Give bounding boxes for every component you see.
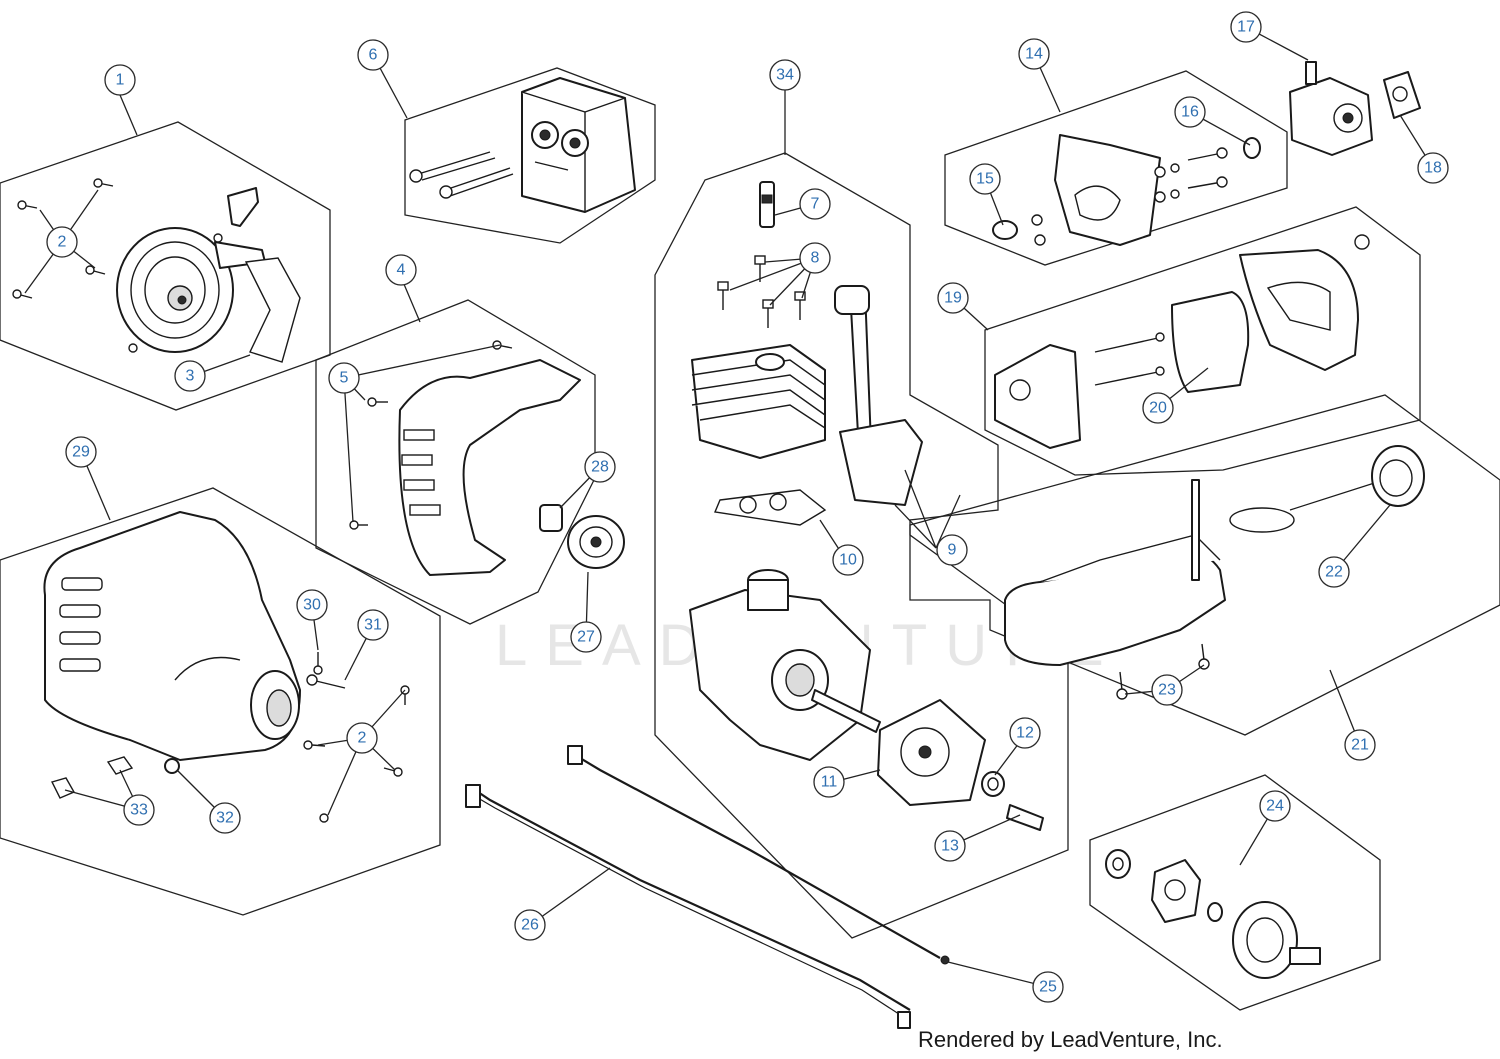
callout-19: 19 bbox=[937, 282, 969, 314]
callout-20: 20 bbox=[1142, 392, 1174, 424]
engine-housing-group-outline bbox=[315, 299, 596, 625]
svg-text:30: 30 bbox=[303, 597, 321, 614]
clutch-group-outline bbox=[1089, 774, 1381, 1011]
group-outlines bbox=[0, 67, 1500, 1011]
callout-30: 30 bbox=[296, 589, 328, 621]
svg-text:22: 22 bbox=[1325, 564, 1343, 581]
callout-13: 13 bbox=[934, 830, 966, 862]
callout-7: 7 bbox=[799, 188, 831, 220]
callout-31: 31 bbox=[357, 609, 389, 641]
callout-2-starter: 2 bbox=[46, 226, 78, 258]
callout-11: 11 bbox=[813, 766, 845, 798]
svg-text:32: 32 bbox=[216, 810, 234, 827]
svg-text:14: 14 bbox=[1025, 46, 1043, 63]
muffler-artwork bbox=[409, 77, 636, 213]
callout-1: 1 bbox=[104, 64, 136, 96]
carburetor-artwork bbox=[1289, 61, 1421, 156]
callout-24: 24 bbox=[1259, 790, 1291, 822]
fuel-tank-group-outline bbox=[909, 394, 1500, 736]
callout-3: 3 bbox=[174, 360, 206, 392]
svg-text:2: 2 bbox=[358, 730, 367, 747]
svg-text:3: 3 bbox=[186, 368, 195, 385]
svg-text:26: 26 bbox=[521, 917, 539, 934]
svg-text:27: 27 bbox=[577, 629, 595, 646]
svg-text:1: 1 bbox=[116, 72, 125, 89]
drive-hub-artwork bbox=[539, 504, 625, 569]
callout-17: 17 bbox=[1230, 11, 1262, 43]
callout-5: 5 bbox=[328, 362, 360, 394]
svg-text:31: 31 bbox=[364, 617, 382, 634]
render-credit: Rendered by LeadVenture, Inc. bbox=[918, 1027, 1223, 1052]
callout-34: 34 bbox=[769, 59, 801, 91]
svg-text:17: 17 bbox=[1237, 19, 1255, 36]
callout-28: 28 bbox=[584, 451, 616, 483]
callout-12: 12 bbox=[1009, 717, 1041, 749]
callout-15: 15 bbox=[969, 163, 1001, 195]
svg-text:12: 12 bbox=[1016, 725, 1034, 742]
air-intake-artwork bbox=[992, 134, 1261, 246]
svg-text:7: 7 bbox=[811, 196, 820, 213]
control-cables-artwork bbox=[465, 745, 950, 1029]
svg-text:25: 25 bbox=[1039, 979, 1057, 996]
callout-9: 9 bbox=[936, 534, 968, 566]
fan-housing-artwork bbox=[43, 511, 410, 823]
svg-text:23: 23 bbox=[1158, 682, 1176, 699]
svg-text:24: 24 bbox=[1266, 798, 1284, 815]
svg-text:20: 20 bbox=[1149, 400, 1167, 417]
clutch-artwork bbox=[1105, 849, 1321, 979]
engine-block-group-outline bbox=[654, 152, 1069, 939]
fuel-tank-artwork bbox=[1004, 445, 1425, 700]
callout-18: 18 bbox=[1417, 152, 1449, 184]
svg-text:11: 11 bbox=[821, 774, 838, 791]
svg-text:21: 21 bbox=[1351, 737, 1369, 754]
svg-text:29: 29 bbox=[72, 444, 90, 461]
recoil-starter-artwork bbox=[12, 178, 301, 363]
callout-26: 26 bbox=[514, 909, 546, 941]
svg-text:16: 16 bbox=[1181, 104, 1199, 121]
svg-text:6: 6 bbox=[369, 47, 378, 64]
callout-2-housing: 2 bbox=[346, 722, 378, 754]
fan-housing-group-outline bbox=[0, 487, 441, 916]
callout-22: 22 bbox=[1318, 556, 1350, 588]
muffler-group-outline bbox=[404, 67, 656, 244]
engine-housing-artwork bbox=[349, 340, 581, 576]
callout-6: 6 bbox=[357, 39, 389, 71]
callout-33: 33 bbox=[123, 794, 155, 826]
callout-10: 10 bbox=[832, 544, 864, 576]
svg-text:19: 19 bbox=[944, 290, 962, 307]
callout-16: 16 bbox=[1174, 96, 1206, 128]
svg-text:10: 10 bbox=[839, 552, 857, 569]
air-filter-artwork bbox=[994, 234, 1370, 449]
svg-text:33: 33 bbox=[130, 802, 148, 819]
callout-32: 32 bbox=[209, 802, 241, 834]
svg-text:15: 15 bbox=[976, 171, 994, 188]
svg-text:28: 28 bbox=[591, 459, 609, 476]
air-intake-group-outline bbox=[944, 70, 1288, 266]
callout-14: 14 bbox=[1018, 38, 1050, 70]
callout-27: 27 bbox=[570, 621, 602, 653]
svg-text:2: 2 bbox=[58, 234, 67, 251]
svg-text:5: 5 bbox=[340, 370, 349, 387]
engine-block-artwork bbox=[689, 181, 1044, 831]
air-filter-group-outline bbox=[984, 206, 1421, 476]
svg-text:18: 18 bbox=[1424, 160, 1442, 177]
callout-25: 25 bbox=[1032, 971, 1064, 1003]
callout-8: 8 bbox=[799, 242, 831, 274]
svg-text:9: 9 bbox=[948, 542, 957, 559]
callout-4: 4 bbox=[385, 254, 417, 286]
svg-text:8: 8 bbox=[811, 250, 820, 267]
svg-text:34: 34 bbox=[776, 67, 794, 84]
callout-23: 23 bbox=[1151, 674, 1183, 706]
callout-29: 29 bbox=[65, 436, 97, 468]
svg-text:4: 4 bbox=[397, 262, 406, 279]
svg-text:13: 13 bbox=[941, 838, 959, 855]
callout-21: 21 bbox=[1344, 729, 1376, 761]
